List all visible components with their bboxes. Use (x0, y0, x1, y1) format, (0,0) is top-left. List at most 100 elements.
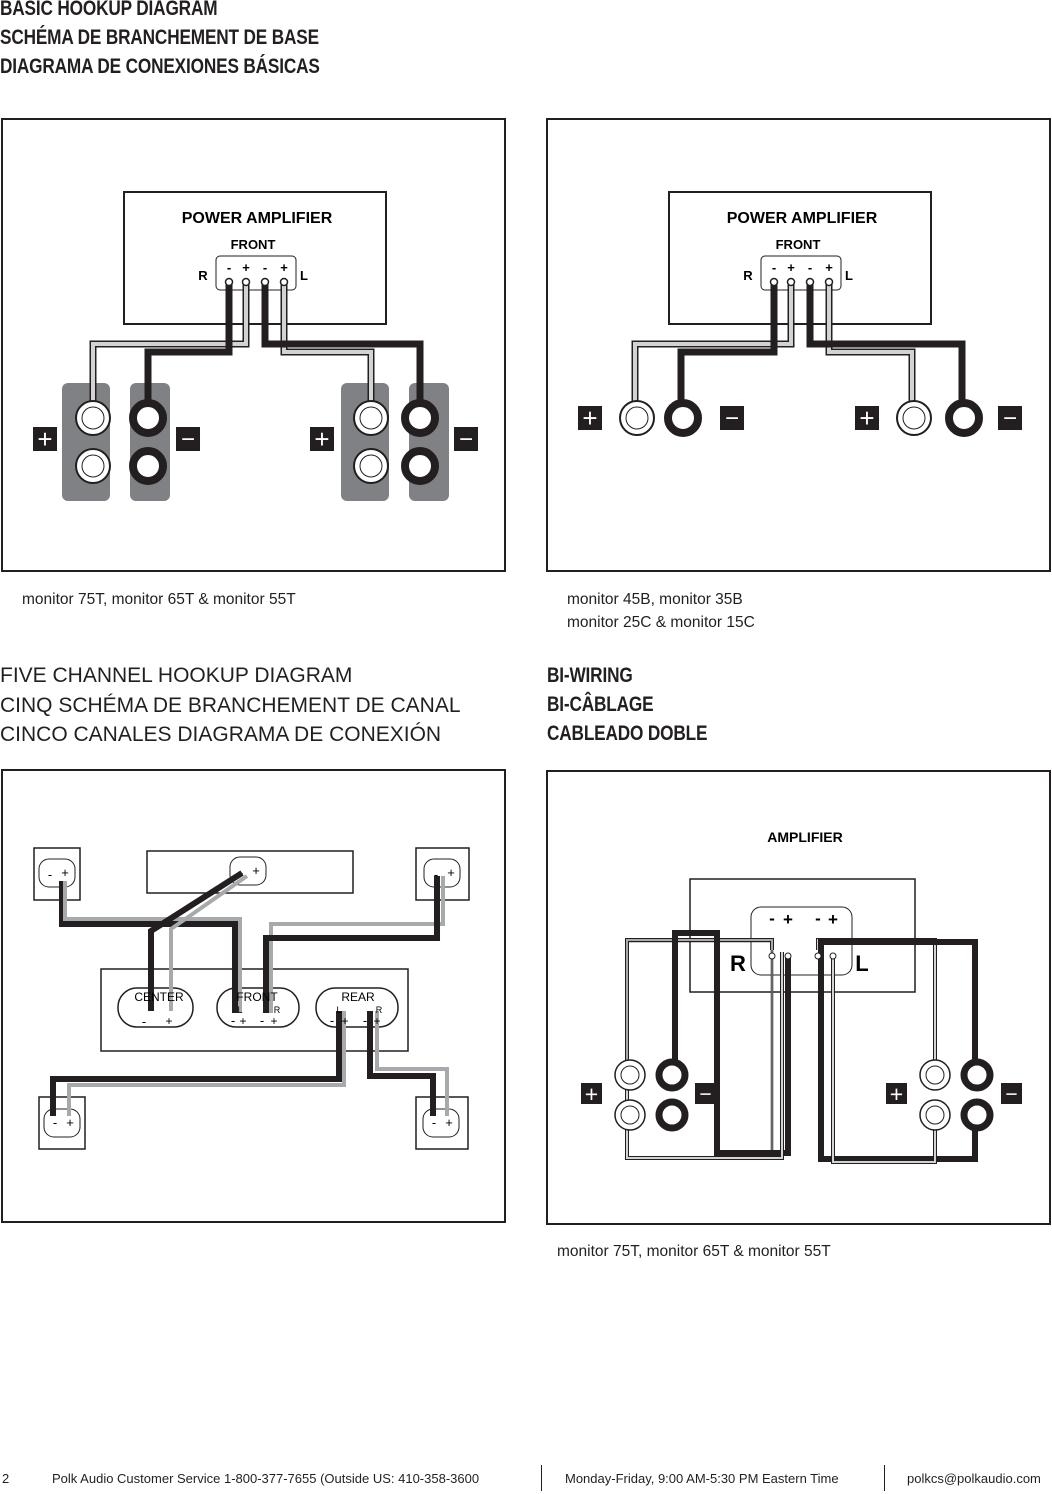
binding-post-inner (620, 1065, 640, 1085)
minus-badge (176, 427, 200, 451)
binding-post-minus (945, 399, 983, 437)
terminal-sign: - (769, 909, 775, 928)
front-right-label: R (274, 1005, 281, 1015)
basic-hookup-right-svg: POWER AMPLIFIER FRONT R L - + - + + − + … (578, 191, 1022, 437)
plus-badge (578, 406, 602, 430)
basic-left-caption: monitor 75T, monitor 65T & monitor 55T (22, 591, 296, 608)
footer-hours: Monday-Friday, 9:00 AM-5:30 PM Eastern T… (565, 1471, 839, 1486)
wire-center-plus (169, 874, 249, 1011)
wire-plus-right (633, 282, 793, 403)
five-channel-svg: - + - + - + - + - + CENTER (33, 847, 470, 1150)
terminal-post (279, 277, 289, 287)
heading-line: CINCO CANALES DIAGRAMA DE CONEXIÓN (0, 723, 442, 746)
amplifier-box (123, 191, 387, 325)
biwiring-heading: BI-WIRING BI-CÂBLAGE CABLEADO DOBLE (547, 661, 707, 748)
terminal-plus: + (373, 1014, 380, 1028)
caption-line: monitor 45B, monitor 35B (567, 591, 743, 608)
terminal-post (784, 952, 792, 960)
wire-rear-right-plus (375, 1011, 449, 1116)
binding-post-inner (359, 406, 383, 430)
minus-badge (998, 406, 1022, 430)
wire-minus-left (806, 282, 966, 403)
channel-right-label: R (743, 268, 753, 283)
terminal-plus: + (66, 1115, 74, 1130)
basic-right-caption: monitor 45B, monitor 35B monitor 25C & m… (567, 588, 755, 634)
binding-post-minus (664, 399, 702, 437)
binding-post-minus (960, 1058, 994, 1092)
terminal-post (814, 952, 822, 960)
terminal-minus: - (142, 1014, 146, 1029)
wire-plus-left (282, 282, 373, 407)
footer-divider (884, 1465, 885, 1491)
plus-badge-label: + (859, 403, 874, 433)
terminal-minus: - (53, 1115, 57, 1130)
rear-label: REAR (341, 990, 375, 1004)
binding-post-minus (401, 447, 439, 485)
speaker-plate (341, 383, 389, 501)
binding-post-inner (902, 406, 926, 430)
basic-hookup-diagram-left: POWER AMPLIFIER FRONT R L - + - + (1, 118, 506, 572)
speaker-plate (62, 383, 110, 501)
biwiring-diagram: AMPLIFIER - + - + R L (546, 770, 1051, 1225)
binding-post-inner (925, 1065, 945, 1085)
plus-badge (886, 1083, 907, 1104)
caption-line: monitor 25C & monitor 15C (567, 614, 755, 631)
terminal-sign: + (825, 260, 833, 275)
binding-post-minus (655, 1058, 689, 1092)
wire-right-black (672, 930, 791, 1156)
channel-right-label: R (198, 268, 208, 283)
plus-badge (310, 427, 334, 451)
speaker-terminal (422, 1108, 460, 1138)
footer-email[interactable]: polkcs@polkaudio.com (907, 1471, 1041, 1486)
terminal-sign: + (242, 260, 250, 275)
minus-badge-label: − (1003, 405, 1017, 432)
terminal-plus: + (445, 1115, 453, 1130)
plus-badge-label: + (890, 1081, 903, 1107)
terminal-post (829, 952, 837, 960)
terminal-sign: - (808, 260, 812, 275)
wire-plus-right (91, 282, 248, 407)
binding-post-inner (359, 454, 383, 478)
terminal-plus: + (61, 865, 69, 880)
minus-badge (720, 406, 744, 430)
minus-badge-label: − (725, 405, 739, 432)
terminal-sign: - (263, 260, 267, 275)
wire-plus-left (827, 282, 914, 403)
center-terminal (229, 856, 267, 886)
terminal-post (805, 277, 815, 287)
terminal-sign: + (280, 260, 288, 275)
five-channel-diagram: - + - + - + - + - + CENTER (1, 769, 506, 1223)
terminal-minus: - (363, 1013, 367, 1028)
heading-line: CINQ SCHÉMA DE BRANCHEMENT DE CANAL (0, 693, 461, 717)
footer-divider (541, 1465, 542, 1491)
wire-minus-right (144, 282, 233, 407)
minus-badge-label: − (699, 1083, 711, 1106)
wire-rear-left-minus (50, 1011, 342, 1116)
heading-line: BI-WIRING (547, 664, 633, 687)
plus-badge-label: + (314, 424, 329, 454)
wire-minus-left (261, 282, 424, 407)
channel-left-label: L (855, 951, 868, 976)
plus-badge-label: + (585, 1081, 598, 1107)
terminal-post (786, 277, 796, 287)
terminal-post (768, 952, 776, 960)
terminal-sign: + (828, 910, 838, 929)
basic-hookup-left-svg: POWER AMPLIFIER FRONT R L - + - + (33, 191, 478, 501)
terminal-minus: - (432, 1115, 436, 1130)
channel-left-label: L (300, 268, 308, 283)
speaker-terminal (38, 858, 76, 888)
speaker-terminal (43, 1108, 81, 1138)
heading-line: DIAGRAMA DE CONEXIONES BÁSICAS (0, 55, 320, 78)
terminal-sign: - (772, 260, 776, 275)
front-left-label: L (237, 1005, 242, 1015)
wire-front-right-minus (263, 876, 440, 1013)
terminal-plus: + (341, 1014, 348, 1028)
plus-badge (33, 427, 57, 451)
plus-badge-label: + (37, 424, 52, 454)
front-label: FRONT (236, 990, 278, 1004)
terminal-post (224, 277, 234, 287)
heading-line: SCHÉMA DE BRANCHEMENT DE BASE (0, 26, 319, 49)
terminal-minus: - (231, 1013, 235, 1028)
minus-badge-label: − (1005, 1083, 1017, 1106)
plus-badge-label: + (582, 403, 597, 433)
